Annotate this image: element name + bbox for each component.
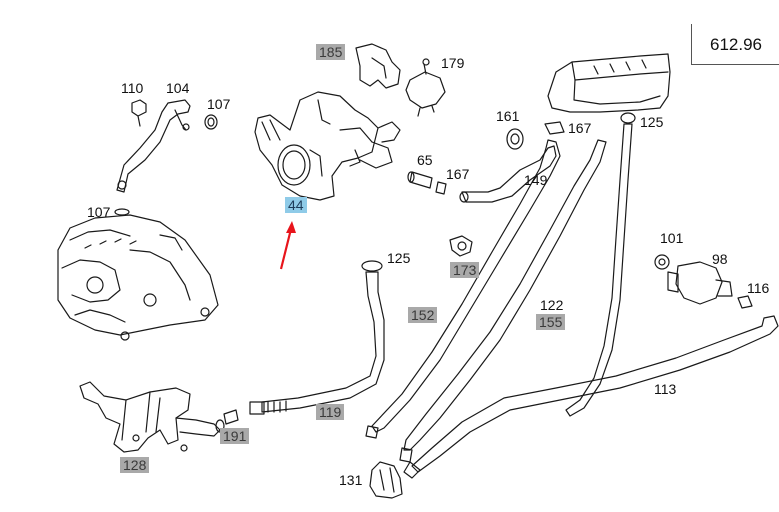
part-label-167-right[interactable]: 167	[568, 120, 592, 136]
hose-152-illustration	[365, 139, 561, 439]
part-label-125-upper[interactable]: 125	[640, 114, 664, 130]
part-label-173[interactable]: 173	[450, 262, 480, 278]
part-label-152[interactable]: 152	[408, 307, 438, 323]
part-label-98[interactable]: 98	[712, 251, 728, 267]
bracket-131-illustration	[369, 461, 403, 499]
part-label-119[interactable]: 119	[316, 404, 345, 420]
cooler-128-illustration	[79, 381, 225, 453]
hose-125-illustration	[565, 123, 633, 417]
part-label-122[interactable]: 122	[540, 297, 564, 313]
part-label-101[interactable]: 101	[660, 230, 684, 246]
clamp-191-illustration	[223, 409, 239, 425]
clamp-173-illustration	[449, 235, 473, 257]
part-label-155[interactable]: 155	[536, 314, 566, 330]
part-label-116[interactable]: 116	[747, 280, 770, 296]
part-label-65[interactable]: 65	[417, 152, 433, 168]
document-number: 612.96	[710, 35, 762, 54]
part-label-44-highlighted[interactable]: 44	[285, 197, 307, 213]
part-label-128[interactable]: 128	[120, 457, 150, 473]
arrow-indicator	[279, 221, 296, 270]
part-label-179[interactable]: 179	[441, 55, 465, 71]
part-label-107-upper[interactable]: 107	[207, 96, 231, 112]
throttle-housing-illustration	[254, 91, 401, 201]
engine-block-illustration	[57, 214, 219, 341]
part-label-191[interactable]: 191	[220, 428, 250, 444]
check-valve-98-illustration	[654, 254, 753, 309]
pipe-104-illustration	[114, 99, 218, 216]
part-label-185[interactable]: 185	[316, 44, 346, 60]
part-label-161[interactable]: 161	[496, 108, 520, 124]
part-label-149[interactable]: 149	[524, 172, 548, 188]
document-number-box: 612.96	[691, 24, 779, 65]
part-label-104[interactable]: 104	[166, 80, 190, 96]
part-label-113[interactable]: 113	[654, 381, 677, 397]
part-label-107-lower[interactable]: 107	[87, 204, 111, 220]
part-label-131[interactable]: 131	[339, 472, 363, 488]
tube-65-illustration	[407, 171, 447, 195]
valve-179-illustration	[355, 43, 446, 117]
reservoir-illustration	[547, 53, 671, 124]
hose-113-illustration	[403, 315, 779, 479]
part-label-110[interactable]: 110	[121, 80, 144, 96]
part-label-125-lower[interactable]: 125	[387, 250, 411, 266]
part-label-167-left[interactable]: 167	[446, 166, 470, 182]
hose-149-illustration	[459, 121, 565, 203]
hose-119-illustration	[249, 260, 385, 415]
